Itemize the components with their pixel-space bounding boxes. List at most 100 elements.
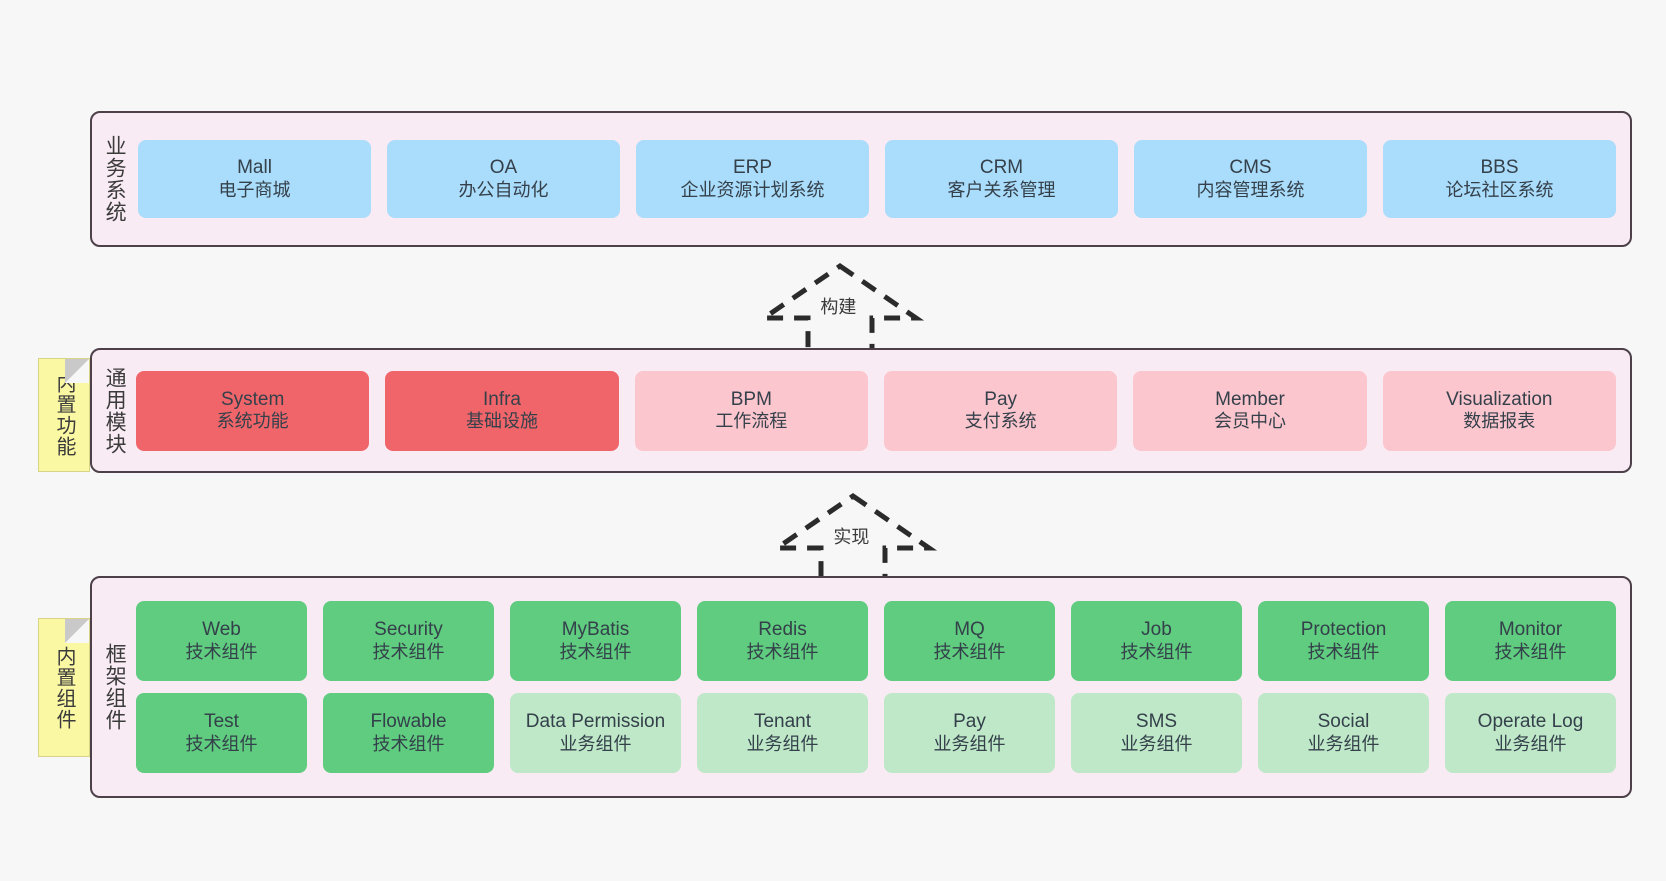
card-subtitle: 业务组件	[746, 733, 819, 754]
layer-title-business: 业务系统	[103, 135, 127, 223]
card-member[interactable]: Member 会员中心	[1133, 370, 1367, 451]
card-title: SMS	[1135, 711, 1178, 733]
card-title: CRM	[979, 157, 1024, 179]
connector-label-build: 构建	[820, 297, 857, 317]
card-subtitle: 技术组件	[185, 641, 258, 662]
card-subtitle: 企业资源计划系统	[680, 179, 825, 200]
card-cms[interactable]: CMS 内容管理系统	[1134, 140, 1367, 218]
card-flowable[interactable]: Flowable 技术组件	[323, 693, 494, 773]
card-title: Monitor	[1498, 619, 1563, 641]
layer-body-business: Mall 电子商城 OA 办公自动化 ERP 企业资源计划系统 CRM 客户关系…	[136, 113, 1630, 245]
layer-business-systems[interactable]: 业务系统 Mall 电子商城 OA 办公自动化 ERP 企业资源计划系统 CRM…	[90, 111, 1632, 247]
card-subtitle: 工作流程	[715, 411, 788, 432]
card-title: Pay	[984, 388, 1018, 410]
card-title: BPM	[730, 388, 772, 410]
card-subtitle: 技术组件	[185, 733, 258, 754]
connector-build: 构建	[755, 262, 925, 357]
layer-body-modules: System 系统功能 Infra 基础设施 BPM 工作流程 Pay 支付系统…	[136, 350, 1630, 471]
card-title: Pay	[953, 711, 986, 733]
card-title: System	[220, 388, 285, 410]
card-subtitle: 业务组件	[1494, 733, 1567, 754]
card-title: CMS	[1229, 157, 1272, 179]
card-mybatis[interactable]: MyBatis 技术组件	[510, 601, 681, 681]
card-title: Flowable	[370, 711, 447, 733]
card-operate-log[interactable]: Operate Log 业务组件	[1445, 693, 1616, 773]
card-subtitle: 系统功能	[216, 411, 289, 432]
card-subtitle: 内容管理系统	[1196, 179, 1305, 200]
card-title: ERP	[732, 157, 773, 179]
note-builtin-components[interactable]: 内置组件	[38, 618, 90, 757]
card-visualization[interactable]: Visualization 数据报表	[1382, 370, 1616, 451]
card-title: OA	[489, 157, 518, 179]
card-title: Protection	[1300, 619, 1387, 641]
card-subtitle: 技术组件	[933, 641, 1006, 662]
card-title: Member	[1215, 388, 1285, 410]
card-data-permission[interactable]: Data Permission 业务组件	[510, 693, 681, 773]
card-web[interactable]: Web 技术组件	[136, 601, 307, 681]
card-sms[interactable]: SMS 业务组件	[1071, 693, 1242, 773]
card-redis[interactable]: Redis 技术组件	[697, 601, 868, 681]
card-subtitle: 技术组件	[1120, 641, 1193, 662]
card-social[interactable]: Social 业务组件	[1258, 693, 1429, 773]
card-subtitle: 技术组件	[372, 733, 445, 754]
card-title: Operate Log	[1477, 711, 1584, 733]
card-row: Mall 电子商城 OA 办公自动化 ERP 企业资源计划系统 CRM 客户关系…	[138, 140, 1616, 218]
card-title: Mall	[237, 157, 272, 179]
layer-title-modules: 通用模块	[103, 366, 127, 455]
layer-title-framework: 框架组件	[103, 643, 127, 731]
card-tenant[interactable]: Tenant 业务组件	[697, 693, 868, 773]
card-title: Social	[1317, 711, 1370, 733]
card-subtitle: 办公自动化	[458, 179, 549, 200]
note-builtin-functions[interactable]: 内置功能	[38, 358, 90, 472]
card-title: Job	[1141, 619, 1172, 641]
layer-framework-components[interactable]: 框架组件 Web 技术组件 Security 技术组件 MyBatis 技术组件…	[90, 576, 1632, 798]
card-subtitle: 支付系统	[964, 411, 1037, 432]
card-erp[interactable]: ERP 企业资源计划系统	[636, 140, 869, 218]
card-row-business: Test 技术组件 Flowable 技术组件 Data Permission …	[136, 693, 1616, 773]
card-subtitle: 业务组件	[1120, 733, 1193, 754]
note-label: 内置功能	[53, 373, 75, 457]
card-protection[interactable]: Protection 技术组件	[1258, 601, 1429, 681]
card-pay-component[interactable]: Pay 业务组件	[884, 693, 1055, 773]
card-bpm[interactable]: BPM 工作流程	[634, 370, 868, 451]
card-title: BBS	[1480, 157, 1519, 179]
card-subtitle: 技术组件	[1307, 641, 1380, 662]
card-row: System 系统功能 Infra 基础设施 BPM 工作流程 Pay 支付系统…	[136, 370, 1616, 451]
card-security[interactable]: Security 技术组件	[323, 601, 494, 681]
card-row-technical: Web 技术组件 Security 技术组件 MyBatis 技术组件 Redi…	[136, 601, 1616, 681]
card-subtitle: 论坛社区系统	[1445, 179, 1554, 200]
connector-implement: 实现	[768, 492, 938, 587]
card-subtitle: 业务组件	[1307, 733, 1380, 754]
layer-body-framework: Web 技术组件 Security 技术组件 MyBatis 技术组件 Redi…	[136, 578, 1630, 796]
card-title: MQ	[954, 619, 985, 641]
card-bbs[interactable]: BBS 论坛社区系统	[1383, 140, 1616, 218]
card-pay-module[interactable]: Pay 支付系统	[883, 370, 1118, 451]
card-infra[interactable]: Infra 基础设施	[385, 370, 619, 451]
card-mq[interactable]: MQ 技术组件	[884, 601, 1055, 681]
card-subtitle: 技术组件	[559, 641, 632, 662]
card-title: Visualization	[1446, 388, 1553, 410]
card-mall[interactable]: Mall 电子商城	[138, 140, 371, 218]
card-subtitle: 技术组件	[372, 641, 445, 662]
card-title: Security	[374, 619, 443, 641]
card-job[interactable]: Job 技术组件	[1071, 601, 1242, 681]
card-title: Infra	[482, 388, 521, 410]
card-test[interactable]: Test 技术组件	[136, 693, 307, 773]
card-title: MyBatis	[561, 619, 630, 641]
card-subtitle: 业务组件	[933, 733, 1006, 754]
card-crm[interactable]: CRM 客户关系管理	[885, 140, 1118, 218]
card-oa[interactable]: OA 办公自动化	[387, 140, 620, 218]
card-subtitle: 技术组件	[746, 641, 819, 662]
card-title: Data Permission	[525, 711, 666, 733]
card-title: Tenant	[753, 711, 812, 733]
card-subtitle: 会员中心	[1213, 411, 1286, 432]
card-subtitle: 业务组件	[559, 733, 632, 754]
layer-common-modules[interactable]: 通用模块 System 系统功能 Infra 基础设施 BPM 工作流程 Pay…	[90, 348, 1632, 473]
card-monitor[interactable]: Monitor 技术组件	[1445, 601, 1616, 681]
card-title: Web	[202, 619, 241, 641]
connector-label-implement: 实现	[833, 527, 870, 547]
note-label: 内置组件	[53, 645, 75, 730]
card-system[interactable]: System 系统功能	[136, 370, 370, 451]
card-subtitle: 客户关系管理	[947, 179, 1056, 200]
